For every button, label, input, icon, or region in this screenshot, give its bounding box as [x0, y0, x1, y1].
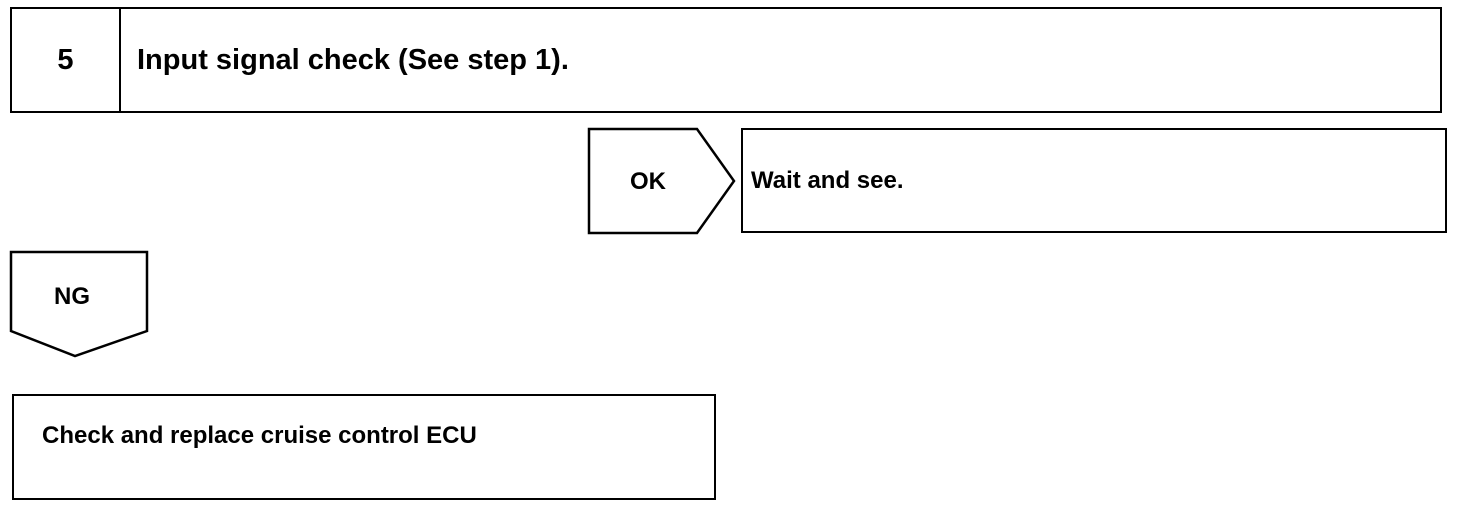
- ok-result-text: Wait and see.: [751, 166, 904, 194]
- step-number: 5: [12, 9, 121, 111]
- ng-action-text: Check and replace cruise control ECU: [42, 422, 477, 449]
- ng-label: NG: [54, 283, 90, 310]
- step-title: Input signal check (See step 1).: [137, 43, 569, 76]
- step-box: 5 Input signal check (See step 1).: [10, 7, 1442, 113]
- ok-result-box: Wait and see.: [741, 128, 1447, 233]
- ng-action-box: Check and replace cruise control ECU: [12, 394, 716, 500]
- ok-label: OK: [630, 168, 666, 195]
